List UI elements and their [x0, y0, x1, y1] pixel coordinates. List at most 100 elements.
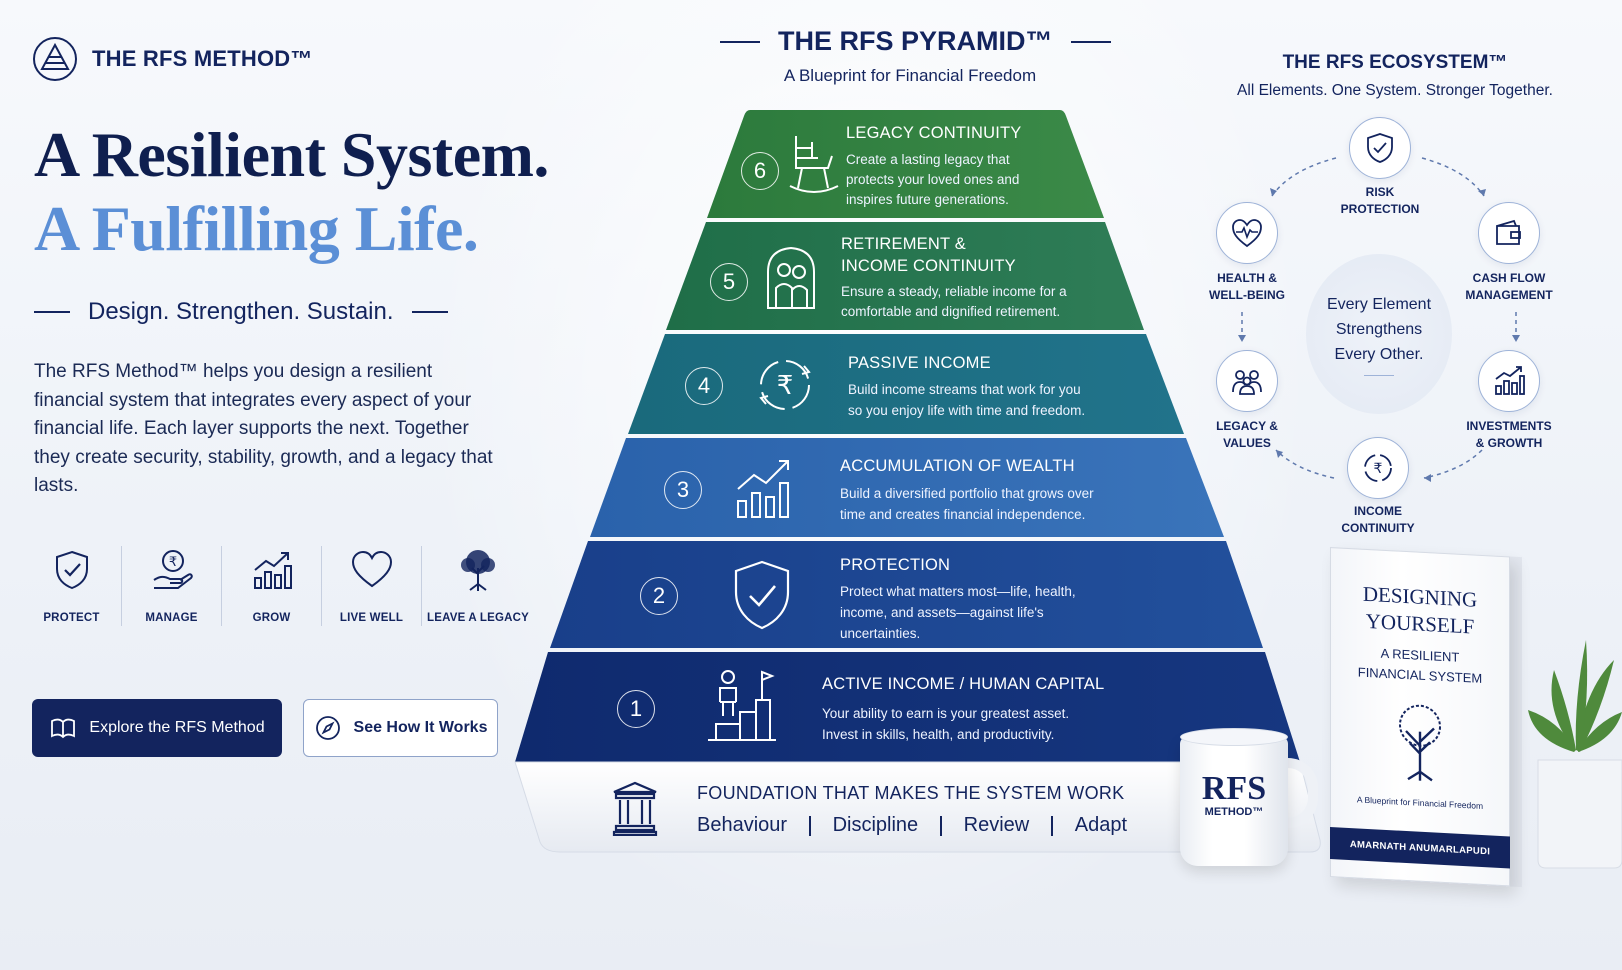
- eco-label-line: MANAGEMENT: [1465, 288, 1553, 302]
- person-steps-flag-icon: [708, 670, 776, 741]
- headline-line-1: A Resilient System.: [34, 119, 549, 190]
- pyramid-title-dash-right: [1070, 40, 1111, 43]
- pillar-label: LIVE WELL: [339, 612, 404, 624]
- foundation-title: FOUNDATION THAT MAKES THE SYSTEM WORK: [697, 783, 1125, 803]
- potted-plant: [1528, 640, 1622, 869]
- eco-node-cash-flow-management[interactable]: [1478, 202, 1540, 264]
- pillar-label: PROTECT: [43, 612, 100, 624]
- pyramid-title-text: THE RFS PYRAMID™: [778, 26, 1053, 56]
- intro-paragraph: The RFS Method™ helps you design a resil…: [34, 361, 493, 496]
- svg-text:₹: ₹: [777, 371, 794, 401]
- tier-title: PROTECTION: [840, 556, 951, 574]
- tier-desc-line: Protect what matters most—life, health,: [840, 584, 1076, 599]
- tier-number: 3: [664, 471, 702, 509]
- book-subtitle-line: A RESILIENT: [1380, 645, 1460, 665]
- eco-node-risk-protection[interactable]: [1349, 117, 1411, 179]
- eco-node-legacy-values[interactable]: [1216, 350, 1278, 412]
- book-title-line: DESIGNING: [1362, 581, 1478, 612]
- brand-name: THE RFS METHOD™: [92, 46, 313, 71]
- tier-number: 4: [685, 367, 723, 405]
- tier-desc-line: Your ability to earn is your greatest as…: [822, 706, 1070, 721]
- headline-line-2: A Fulfilling Life.: [34, 193, 479, 264]
- tier-desc-line: inspires future generations.: [846, 192, 1009, 207]
- growth-chart-icon: [737, 460, 789, 518]
- foundation-separator: [1051, 815, 1053, 836]
- ecosystem-center-line: Every Other.: [1334, 345, 1424, 363]
- tier-title: LEGACY CONTINUITY: [846, 124, 1022, 142]
- tagline-dash-left: [34, 311, 70, 313]
- tagline: Design. Strengthen. Sustain.: [34, 298, 448, 326]
- eco-label-line: WELL-BEING: [1209, 288, 1285, 302]
- foundation-item: Behaviour: [697, 814, 788, 836]
- eco-label-line: INCOME: [1354, 504, 1402, 518]
- pillar-live-well: LIVE WELL: [322, 546, 422, 626]
- rfs-mug: RFS METHOD™: [1180, 728, 1320, 868]
- eco-label-risk-protection: RISK PROTECTION: [1315, 184, 1445, 218]
- book-designing-yourself: DESIGNING YOURSELF A RESILIENT FINANCIAL…: [1330, 547, 1522, 888]
- tier-desc-line: Create a lasting legacy that: [846, 152, 1010, 167]
- rupee-cycle-icon: ₹: [1364, 454, 1392, 482]
- mug-logo: RFS METHOD™: [1194, 770, 1274, 819]
- foundation-separator: [809, 815, 811, 836]
- tier-title: ACTIVE INCOME / HUMAN CAPITAL: [822, 675, 1105, 693]
- rupee-hand-icon: ₹: [152, 550, 193, 589]
- pyramid-title: THE RFS PYRAMID™: [720, 26, 1111, 57]
- mug-handle: [1280, 758, 1318, 828]
- mug-body: [1180, 736, 1288, 866]
- pillar-label: GROW: [252, 612, 291, 624]
- tier-desc-line: Build income streams that work for you: [848, 382, 1081, 397]
- brand-header[interactable]: THE RFS METHOD™: [32, 36, 313, 82]
- wallet-icon: [1496, 219, 1521, 245]
- ecosystem-center-underline: [1364, 374, 1394, 377]
- tier-desc-line: time and creates financial independence.: [840, 507, 1086, 522]
- mug-rim: [1180, 728, 1288, 746]
- eco-label-line: LEGACY &: [1216, 419, 1278, 433]
- heart-pulse-icon: [1232, 219, 1262, 248]
- open-book-icon: [51, 718, 76, 739]
- eco-node-health-well-being[interactable]: [1216, 202, 1278, 264]
- explore-rfs-method-button[interactable]: Explore the RFS Method: [32, 699, 282, 757]
- pillar-grow: GROW: [222, 546, 322, 626]
- ecosystem-center-line: Strengthens: [1335, 320, 1423, 338]
- rocking-chair-icon: [789, 136, 839, 193]
- eco-node-income-continuity[interactable]: ₹: [1347, 437, 1409, 499]
- tier-number: 2: [640, 577, 678, 615]
- tier-desc-line: so you enjoy life with time and freedom.: [848, 403, 1086, 418]
- tier-title-line-2: INCOME CONTINUITY: [841, 257, 1016, 275]
- tagline-text: Design. Strengthen. Sustain.: [88, 298, 394, 325]
- bar-growth-icon: [1495, 366, 1525, 395]
- eco-node-investments-growth[interactable]: [1478, 350, 1540, 412]
- eco-label-health: HEALTH &WELL-BEING: [1182, 270, 1312, 304]
- hero-headline: A Resilient System. A Fulfilling Life.: [34, 118, 549, 266]
- see-how-it-works-button[interactable]: See How It Works: [303, 699, 498, 757]
- svg-text:₹: ₹: [1374, 461, 1383, 477]
- pyramid-logo-icon: [33, 37, 77, 81]
- shield-check-icon: [734, 560, 790, 630]
- pillar-label: MANAGE: [145, 612, 198, 624]
- pillar-label: LEAVE A LEGACY: [426, 612, 530, 624]
- foundation-separator: [940, 815, 942, 836]
- eco-label-line: RISK: [1365, 185, 1395, 199]
- tier-desc-line: Invest in skills, health, and productivi…: [822, 727, 1055, 742]
- eco-label-investments: INVESTMENTS& GROWTH: [1444, 418, 1574, 452]
- pillar-protect: PROTECT: [22, 546, 122, 626]
- eco-label-line: CONTINUITY: [1341, 521, 1415, 535]
- ecosystem-center-line: Every Element: [1326, 295, 1432, 313]
- tier-desc-line: protects your loved ones and: [846, 172, 1020, 187]
- tier-title-line-1: RETIREMENT &: [841, 235, 966, 253]
- shield-check-icon: [55, 550, 88, 590]
- foundation-item: Discipline: [832, 814, 919, 836]
- book-title-line: YOURSELF: [1365, 608, 1475, 639]
- retirement-couple-icon: [767, 246, 815, 309]
- shield-check-icon: [1367, 133, 1393, 163]
- book-spine: [1510, 556, 1522, 888]
- tree-icon: [461, 550, 495, 591]
- eco-label-line: PROTECTION: [1340, 202, 1420, 216]
- mug-logo-text: RFS: [1201, 770, 1267, 807]
- pyramid-title-dash-left: [720, 40, 760, 43]
- foundation-item: Review: [963, 814, 1030, 836]
- ecosystem-center: Every Element Strengthens Every Other.: [1306, 254, 1452, 414]
- tier-desc-line: Build a diversified portfolio that grows…: [840, 486, 1094, 501]
- explore-button-label: Explore the RFS Method: [89, 719, 265, 736]
